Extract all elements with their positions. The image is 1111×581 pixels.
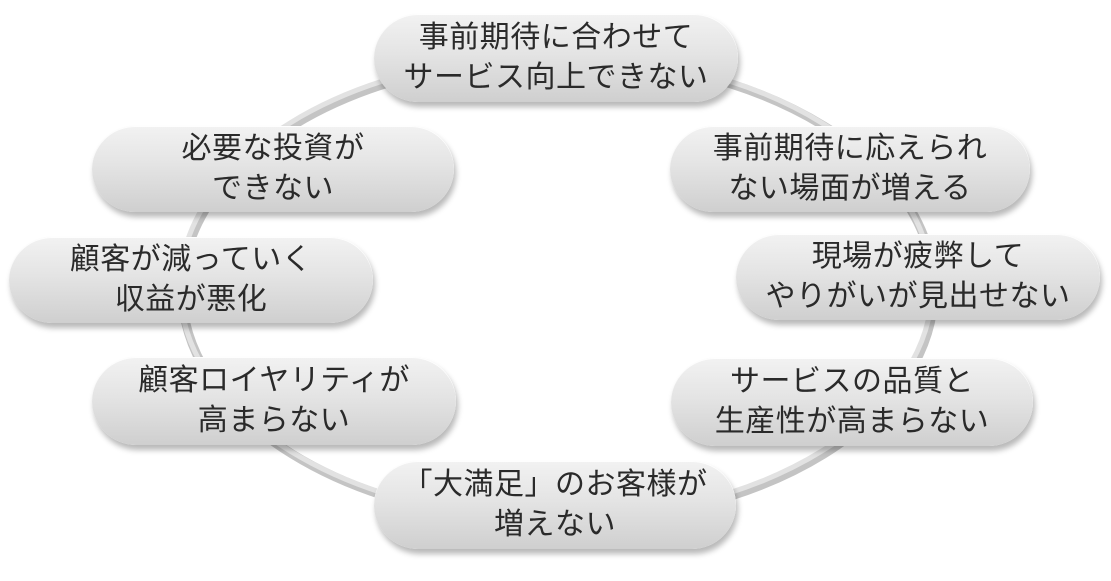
cycle-node-upper-left-line2: できない (212, 171, 334, 206)
cycle-node-bottom: 「大満足」のお客様が 増えない (374, 461, 736, 549)
cycle-node-lower-right-line1: サービスの品質と (730, 364, 974, 399)
cycle-node-lower-right: サービスの品質と 生産性が高まらない (671, 358, 1033, 446)
cycle-node-top: 事前期待に合わせて サービス向上できない (374, 14, 738, 102)
cycle-node-upper-right-line1: 事前期待に応えられ (712, 131, 988, 166)
cycle-node-lower-left-line2: 高まらない (197, 403, 351, 438)
cycle-node-lower-left: 顧客ロイヤリティが 高まらない (92, 357, 456, 445)
cycle-node-upper-right: 事前期待に応えられ ない場面が増える (670, 126, 1030, 212)
cycle-node-right: 現場が疲弊して やりがいが見出せない (736, 234, 1100, 320)
cycle-node-left-line2: 収益が悪化 (114, 282, 268, 317)
cycle-node-left: 顧客が減っていく 収益が悪化 (9, 237, 373, 323)
cycle-node-top-line2: サービス向上できない (403, 60, 709, 95)
cycle-node-left-line1: 顧客が減っていく (69, 242, 313, 277)
cycle-node-right-line1: 現場が疲弊して (811, 239, 1025, 274)
cycle-node-upper-left-line1: 必要な投資が (181, 131, 365, 166)
cycle-node-right-line2: やりがいが見出せない (765, 279, 1071, 314)
cycle-node-top-line1: 事前期待に合わせて (418, 20, 694, 55)
cycle-node-bottom-line1: 「大満足」のお客様が (402, 467, 708, 502)
cycle-node-upper-left: 必要な投資が できない (92, 126, 454, 212)
cycle-node-lower-left-line1: 顧客ロイヤリティが (138, 363, 410, 398)
cycle-node-bottom-line2: 増えない (494, 507, 616, 542)
cycle-node-lower-right-line2: 生産性が高まらない (714, 404, 990, 439)
cycle-node-upper-right-line2: ない場面が増える (728, 171, 972, 206)
